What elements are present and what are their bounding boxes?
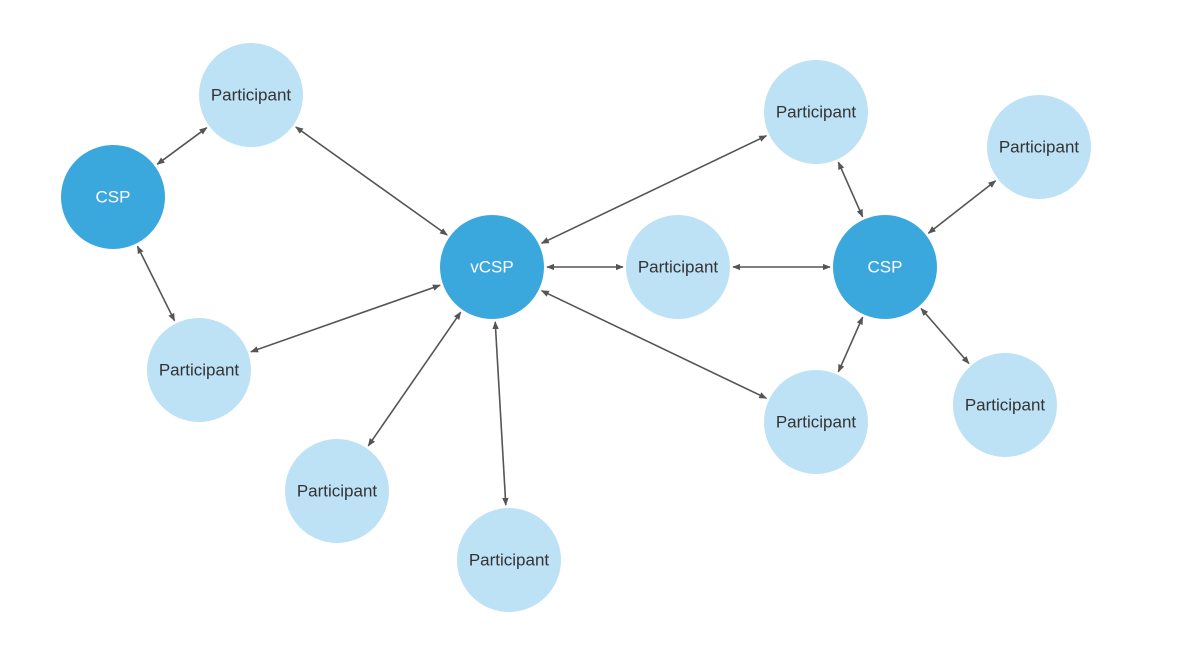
edge-csp-right-p-top-right (837, 161, 864, 218)
edge-csp-right-p-far-right-bottom (920, 307, 970, 365)
node-label: Participant (211, 86, 292, 105)
hub-circle (61, 145, 165, 249)
node-label: Participant (776, 413, 857, 432)
node-label: CSP (868, 258, 903, 277)
node-p-mid-left: Participant (147, 318, 251, 422)
edge-vcsp-p-mid-left (250, 284, 441, 353)
participant-circle (147, 318, 251, 422)
edge-csp-right-p-far-right-top (927, 180, 997, 234)
node-label: Participant (159, 361, 240, 380)
node-label: Participant (965, 396, 1046, 415)
node-vcsp: vCSP (440, 215, 544, 319)
participant-circle (457, 508, 561, 612)
node-csp-left: CSP (61, 145, 165, 249)
hub-circle (440, 215, 544, 319)
node-p-bottom-center: Participant (457, 508, 561, 612)
participant-circle (953, 353, 1057, 457)
node-p-far-right-top: Participant (987, 95, 1091, 199)
edge-csp-left-p-top-left (156, 127, 208, 165)
participant-circle (764, 60, 868, 164)
node-label: Participant (297, 482, 378, 501)
node-p-top-right: Participant (764, 60, 868, 164)
hub-circle (833, 215, 937, 319)
edge-vcsp-p-top-right (540, 134, 768, 245)
edge-csp-right-p-bottom-right (837, 316, 864, 373)
node-label: vCSP (470, 258, 513, 277)
participant-circle (987, 95, 1091, 199)
node-p-center: Participant (626, 215, 730, 319)
edge-vcsp-p-top-left (295, 126, 448, 236)
node-label: Participant (638, 258, 719, 277)
node-p-bottom-left: Participant (285, 439, 389, 543)
participant-circle (199, 43, 303, 147)
participant-circle (764, 370, 868, 474)
node-label: Participant (469, 551, 550, 570)
edge-csp-left-p-mid-left (136, 245, 176, 322)
participant-circle (626, 215, 730, 319)
node-p-far-right-bottom: Participant (953, 353, 1057, 457)
edge-vcsp-p-bottom-left (367, 311, 462, 447)
node-label: Participant (999, 138, 1080, 157)
node-csp-right: CSP (833, 215, 937, 319)
edge-vcsp-p-bottom-right (540, 289, 768, 400)
node-p-bottom-right: Participant (764, 370, 868, 474)
node-p-top-left: Participant (199, 43, 303, 147)
edge-vcsp-p-bottom-center (492, 321, 509, 506)
node-label: Participant (776, 103, 857, 122)
node-label: CSP (96, 188, 131, 207)
edges-layer (136, 126, 997, 506)
participant-circle (285, 439, 389, 543)
